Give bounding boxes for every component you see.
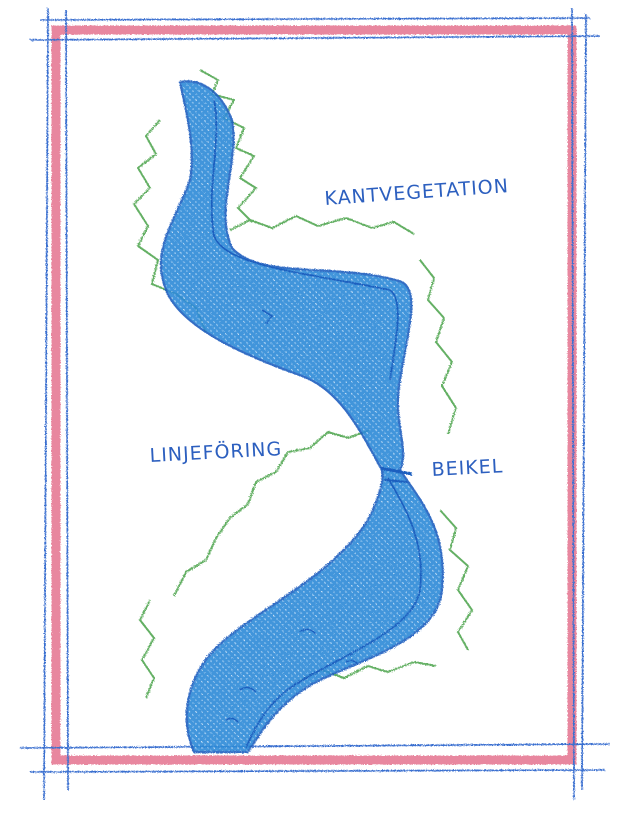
label-riverbed: LINJEFÖRING	[149, 437, 283, 467]
label-bend: BEIKEL	[431, 455, 504, 481]
label-vegetation: KANTVEGETATION	[324, 175, 510, 210]
